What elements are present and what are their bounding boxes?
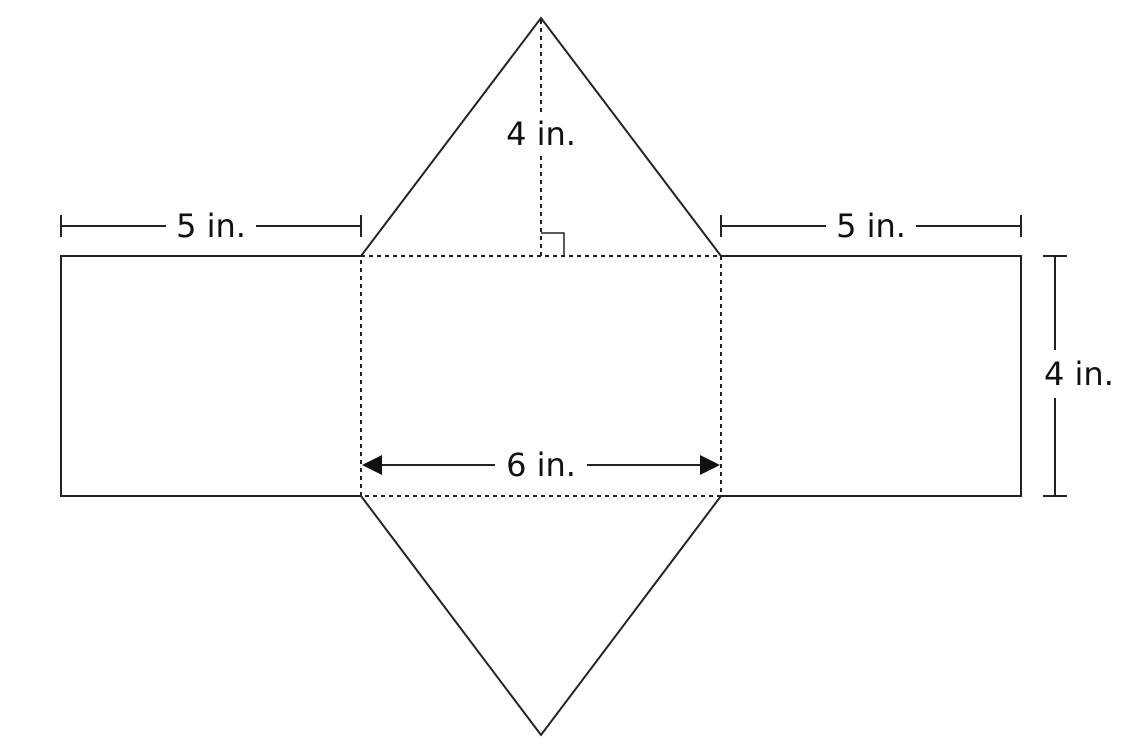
right-angle-marker	[541, 232, 565, 256]
rect-height-label: 4 in.	[1044, 355, 1114, 393]
middle-width-dimension: 6 in.	[362, 446, 720, 484]
right-width-dimension: 5 in.	[720, 207, 1022, 245]
middle-width-label: 6 in.	[506, 446, 576, 484]
top-triangle	[360, 16, 722, 257]
left-rectangle	[60, 255, 361, 497]
rect-height-dimension: 4 in.	[1043, 255, 1114, 497]
left-width-dimension: 5 in.	[60, 207, 362, 245]
bottom-triangle	[360, 495, 722, 737]
right-width-label: 5 in.	[836, 207, 906, 245]
right-rectangle	[721, 255, 1022, 497]
left-width-label: 5 in.	[176, 207, 246, 245]
triangle-height-label: 4 in.	[506, 115, 576, 153]
